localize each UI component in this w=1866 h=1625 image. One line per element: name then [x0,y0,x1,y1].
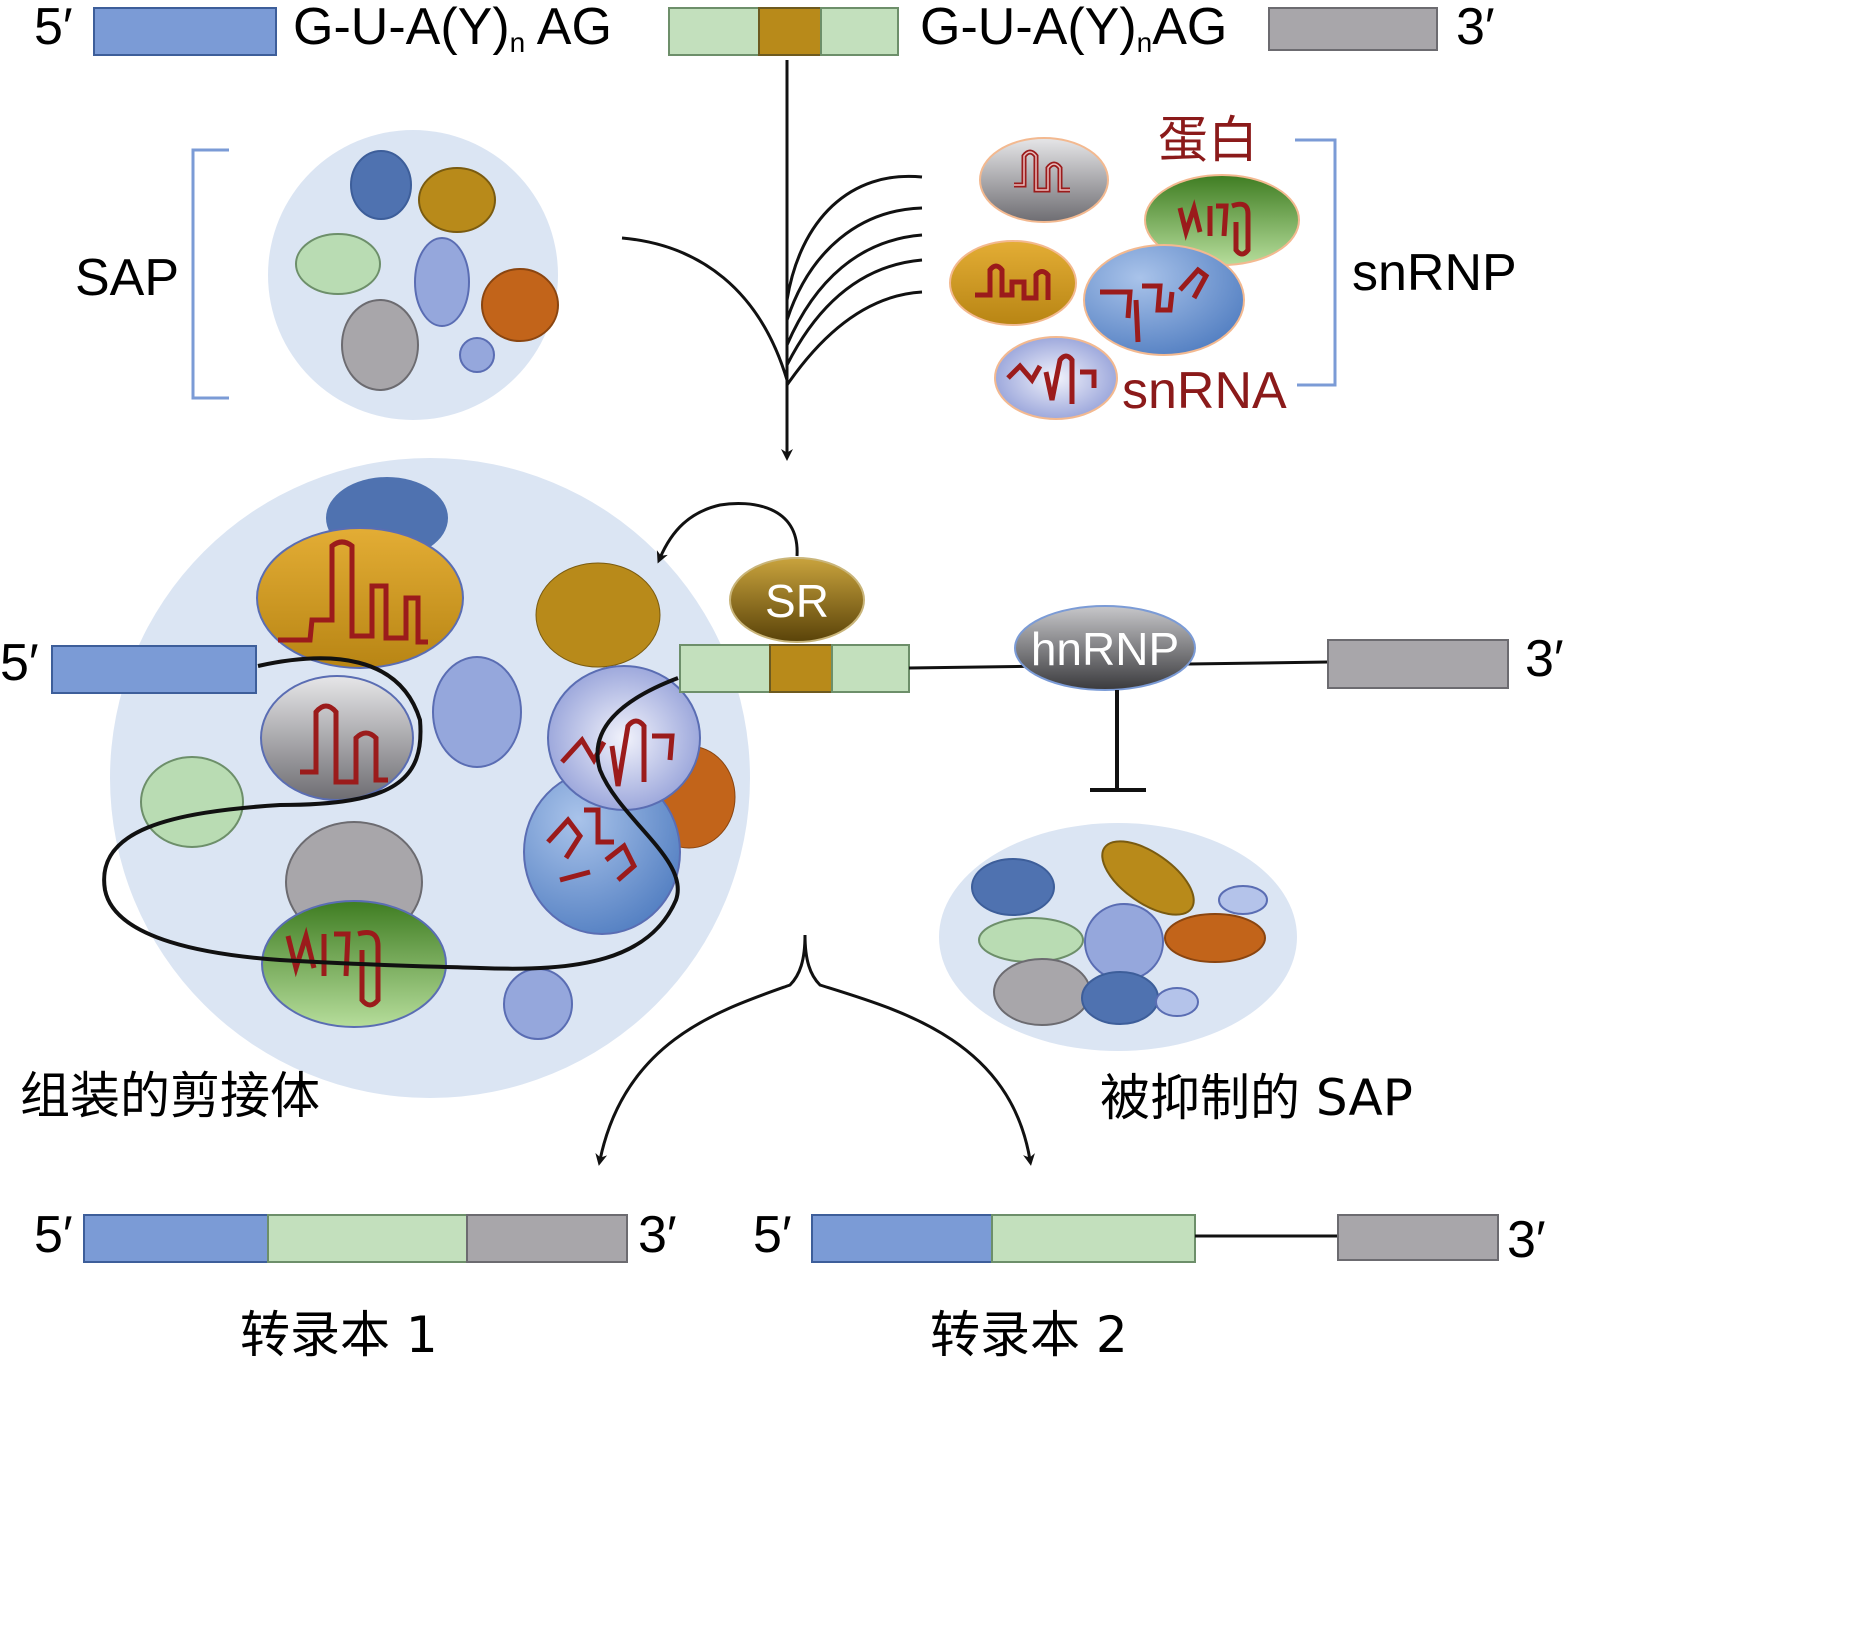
middle-three-prime-label: 3′ [1525,630,1564,688]
top-exon-2-alternative [668,7,899,56]
repressed-protein-gray [993,958,1091,1026]
repressed-protein-small-lavender [1218,885,1268,915]
snrnp-bracket [1295,138,1337,387]
sap-protein-light-green [295,233,381,295]
transcript1-caption: 转录本 1 [240,1306,438,1364]
snrnp-particle-gray [979,137,1109,223]
top-pre-mrna: 5′ G-U-A(Y)n AG G-U-A(Y)nAG 3′ [34,0,1495,58]
top-three-prime-label: 3′ [1456,0,1495,56]
snrna-label: snRNA [1122,362,1287,420]
snrnp-label: snRNP [1352,244,1517,302]
sap-protein-lavender [414,237,470,327]
snrna-loop-spliceosome-blue [546,807,638,883]
diverging-arrows [595,934,1035,1166]
spliceosome-complex [102,458,750,1098]
transcript2-exon-3 [1337,1214,1499,1261]
spliceosome-protein-small-lavender [503,968,573,1040]
snrna-loop-blue [1100,266,1210,343]
transcript2-three-prime-label: 3′ [1507,1211,1546,1269]
transcript2-exon-2 [991,1214,1196,1263]
inhibition-bar [1090,690,1146,792]
snrna-loop-green [1177,199,1251,257]
snrnp-particle-blue [1083,244,1245,356]
sap-group: SAP [75,130,559,420]
sap-label: SAP [75,249,179,307]
middle-exon-2-alternative [679,644,910,693]
transcript2-exon-1 [811,1214,993,1263]
snrna-loop-spliceosome-gold [278,539,428,645]
repressed-sap-cluster [939,823,1297,1051]
snrna-loop-spliceosome-green [285,926,381,1008]
snrnp-group: 蛋白 snRNP snRNA [949,111,1517,420]
top-five-prime-label: 5′ [34,0,73,56]
sap-protein-small-lavender [459,337,495,373]
sap-protein-orange [481,268,559,342]
repressed-protein-blue [1081,971,1159,1025]
transcript1-exon-2 [267,1214,468,1263]
transcript2-five-prime-label: 5′ [753,1206,792,1264]
spliceosome-protein-light-green [140,756,244,848]
transcript-2: 5′ 3′ 转录本 2 [753,1206,1546,1364]
snrna-loop-lavender [1006,353,1097,404]
top-intron-2-label: G-U-A(Y)nAG [920,0,1227,58]
protein-label: 蛋白 [1158,111,1258,169]
transcript-1: 5′ 3′ 转录本 1 [34,1206,677,1364]
converging-arrows [621,60,923,461]
spliceosome-protein-lavender [432,656,522,768]
top-exon-3 [1268,7,1438,51]
sr-protein: SR [656,502,865,643]
top-exon-1 [93,7,277,56]
hnrnp-protein: hnRNP [1014,605,1196,792]
repressed-sap-caption: 被抑制的 SAP [1100,1069,1413,1127]
repressed-protein-light-green [978,917,1084,963]
transcript2-caption: 转录本 2 [930,1306,1128,1364]
transcript1-exon-1 [83,1214,269,1263]
sap-bracket [191,148,229,400]
sr-recruit-arrow [656,502,799,564]
spliceosome-snrnp-gold [256,527,464,669]
transcript1-five-prime-label: 5′ [34,1206,73,1264]
transcript1-exon-3 [466,1214,628,1263]
sr-label: SR [765,575,829,627]
sap-protein-gold [418,167,496,233]
middle-exon-3 [1327,639,1509,689]
spliceosome-protein-gold [535,562,661,668]
repressed-protein-gold [1101,840,1195,916]
intron-lariat [102,656,680,971]
hnrnp-label: hnRNP [1031,623,1179,675]
transcript1-three-prime-label: 3′ [638,1206,677,1264]
repressed-protein-orange [1164,913,1266,963]
top-intron-1-label: G-U-A(Y)n AG [293,0,612,58]
repressed-protein-lavender [1084,903,1164,981]
snrna-loop-spliceosome-gray [300,703,388,785]
middle-five-prime-label: 5′ [0,634,39,692]
middle-exon-1 [51,645,257,694]
spliceosome-caption: 组装的剪接体 [20,1067,320,1125]
repressed-protein-tiny-lavender [1155,987,1199,1017]
repressed-protein-dark-blue [971,858,1055,916]
snrna-loop-gold [975,263,1051,301]
sap-protein-dark-blue [350,150,412,220]
sap-protein-gray [341,299,419,391]
